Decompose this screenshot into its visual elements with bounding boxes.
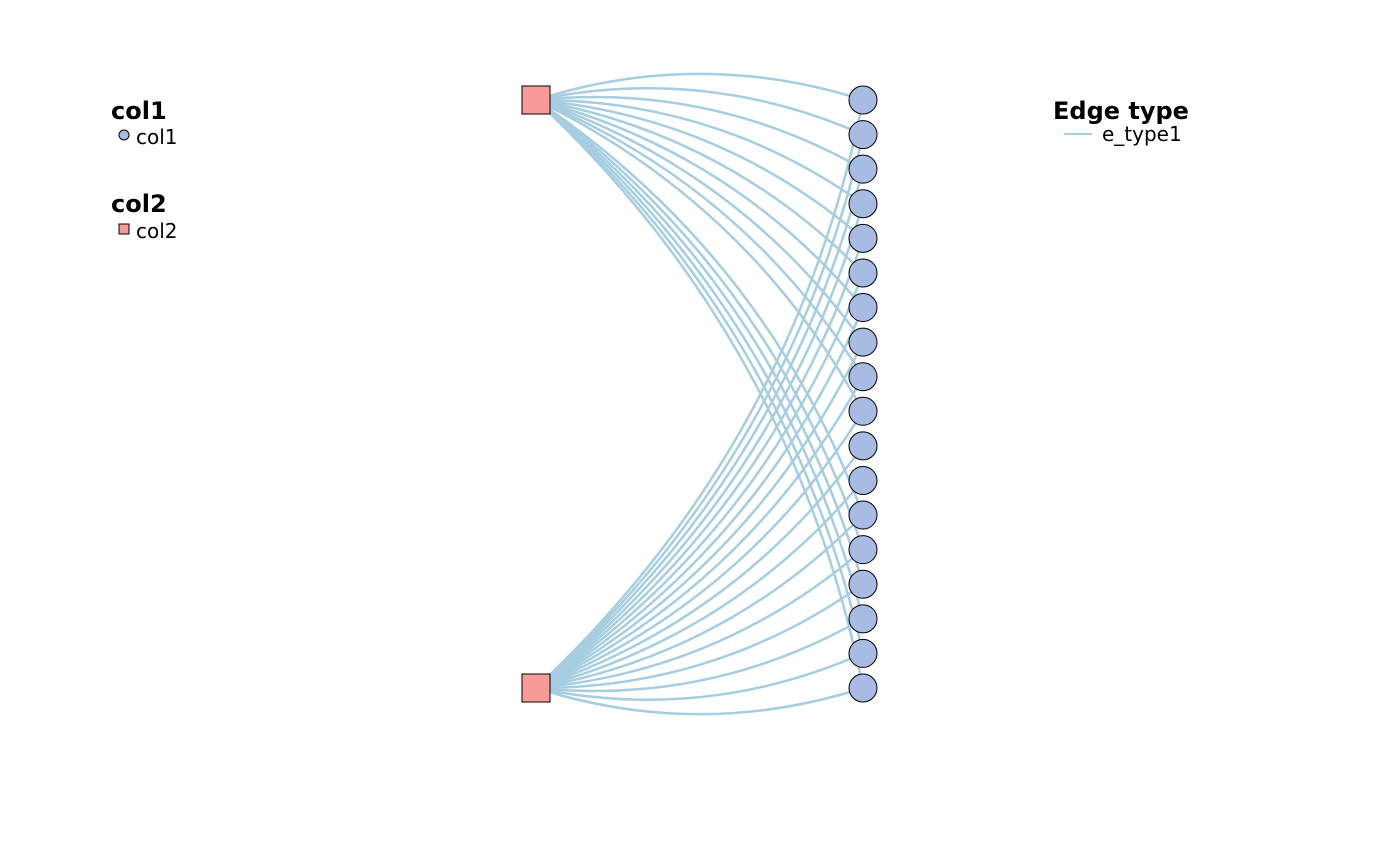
legend-edge-type-title: Edge type <box>1053 97 1189 125</box>
edge <box>535 548 864 690</box>
edge <box>535 341 865 690</box>
col2-node <box>521 85 551 115</box>
col2-node <box>521 673 551 703</box>
edge <box>535 617 864 693</box>
col1-node <box>848 569 878 599</box>
edge <box>535 99 865 620</box>
legend-edge-type: Edge type e_type1 <box>1053 97 1189 146</box>
col1-node <box>848 120 878 150</box>
edge <box>535 134 865 689</box>
edge <box>535 98 865 412</box>
col1-node <box>848 154 878 184</box>
col1-node <box>848 223 878 253</box>
edge <box>535 272 865 690</box>
legend-col1-title: col1 <box>111 97 167 125</box>
edge <box>535 479 864 690</box>
edge <box>535 98 865 551</box>
legend-col2: col2 col2 <box>111 190 178 243</box>
edge <box>535 99 865 689</box>
col1-node <box>848 673 878 703</box>
col1-node <box>848 327 878 357</box>
col1-node <box>848 535 878 565</box>
legend-col1: col1 col1 <box>111 97 178 149</box>
edge <box>535 203 865 689</box>
col1-node <box>848 604 878 634</box>
edges-layer <box>535 72 865 716</box>
edge <box>535 445 865 690</box>
edge <box>535 514 864 690</box>
edge <box>535 410 865 690</box>
legend-edge-type-label: e_type1 <box>1102 122 1182 146</box>
edge <box>535 98 864 240</box>
edge <box>535 98 864 205</box>
edge <box>535 376 865 690</box>
edge <box>535 98 864 309</box>
edge <box>535 98 865 516</box>
edge <box>535 99 865 654</box>
nodes-layer <box>521 85 878 703</box>
col1-node <box>848 258 878 288</box>
legend-col2-label: col2 <box>136 219 178 243</box>
edge <box>535 583 864 690</box>
col1-node <box>848 396 878 426</box>
edge <box>535 686 864 716</box>
edge <box>535 87 864 136</box>
col1-node <box>848 431 878 461</box>
edge <box>535 652 864 701</box>
legend-col2-square-icon <box>118 223 130 235</box>
edge <box>535 307 865 690</box>
col1-node <box>848 189 878 219</box>
legend-col2-title: col2 <box>111 190 167 218</box>
edge <box>535 99 865 689</box>
col1-node <box>848 362 878 392</box>
edge <box>535 72 864 102</box>
col1-node <box>848 293 878 323</box>
col1-node <box>848 85 878 115</box>
edge <box>535 237 865 690</box>
col1-node <box>848 465 878 495</box>
legend-col1-label: col1 <box>136 125 178 149</box>
edge <box>535 98 865 343</box>
edge <box>535 99 865 585</box>
col1-node <box>848 638 878 668</box>
edge <box>535 168 865 689</box>
col1-node <box>848 500 878 530</box>
edge <box>535 95 864 171</box>
legend-col1-circle-icon <box>118 129 130 141</box>
